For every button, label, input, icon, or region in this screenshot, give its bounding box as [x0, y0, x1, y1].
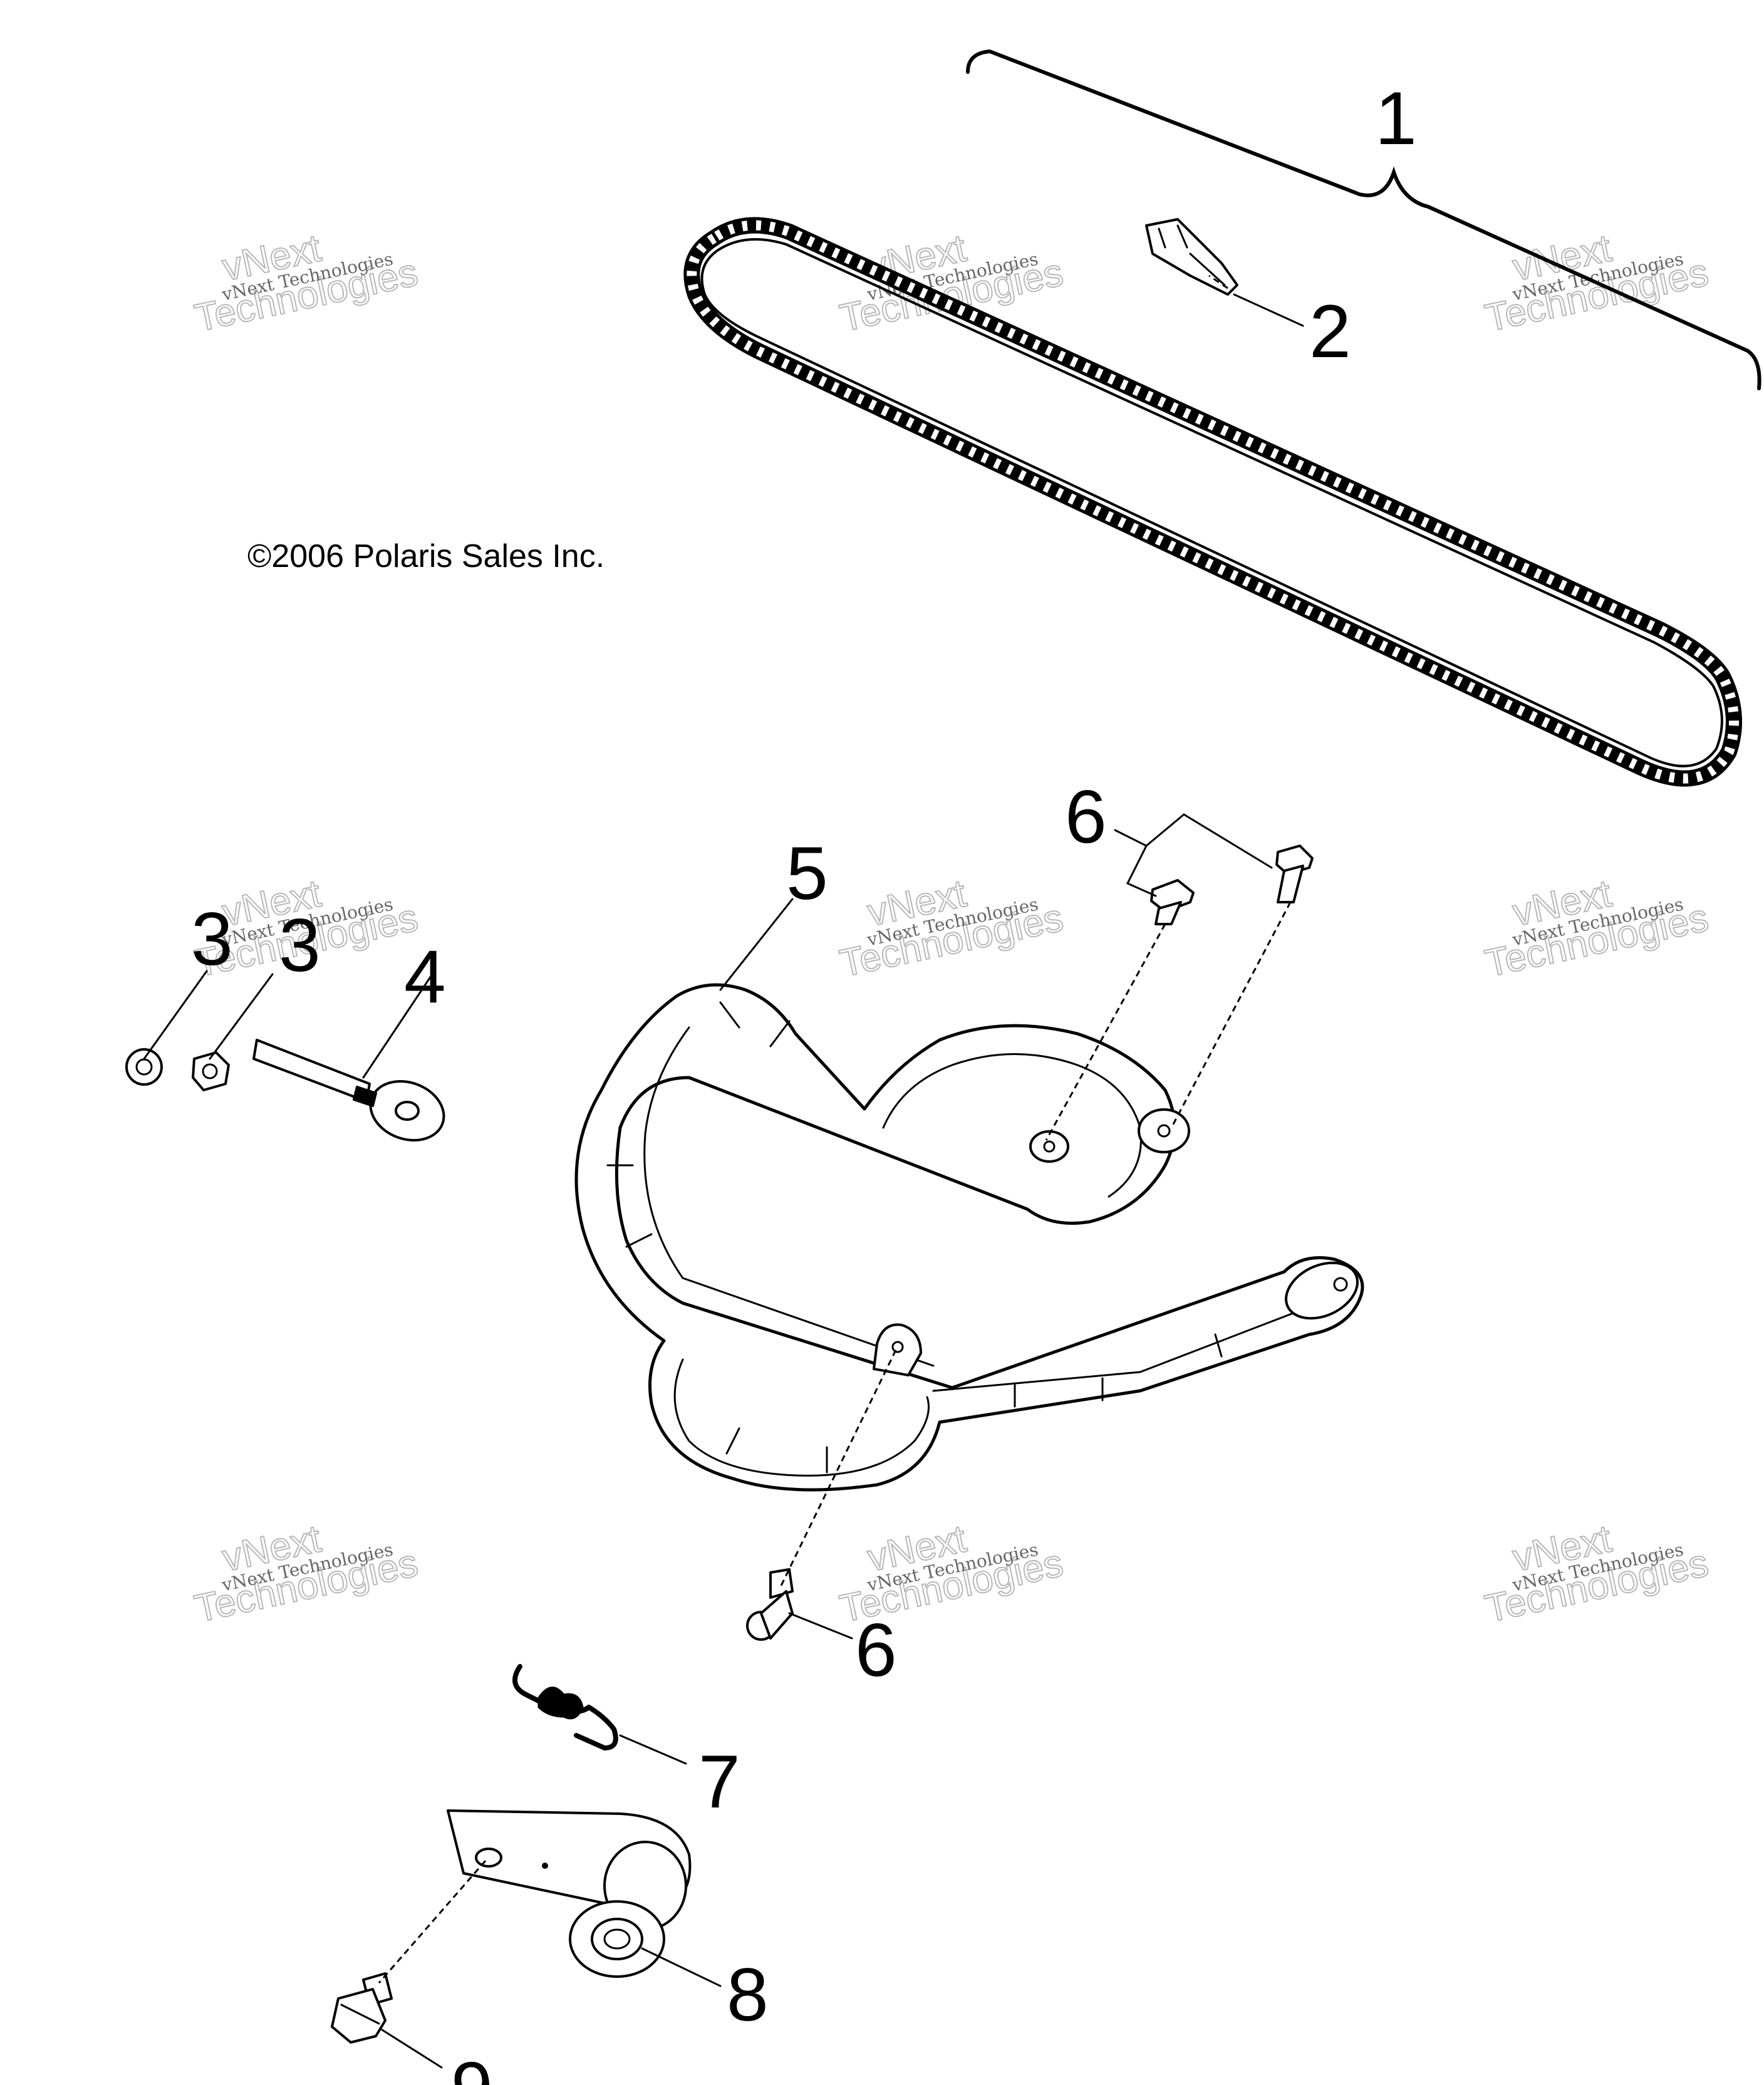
- callout-3: 3: [191, 897, 233, 981]
- watermark: vNext Technologies vNext Technologies: [190, 1517, 422, 1631]
- tensioner-spring: [512, 1664, 618, 1750]
- drive-chain: [683, 217, 1742, 787]
- callout-6: 6: [1065, 775, 1107, 859]
- watermark: vNext Technologies vNext Technologies: [190, 226, 422, 341]
- callout-5: 5: [786, 831, 828, 915]
- screw: [1150, 879, 1195, 925]
- callout-6: 6: [855, 1608, 897, 1692]
- callout-4: 4: [404, 935, 446, 1019]
- copyright-text: ©2006 Polaris Sales Inc.: [247, 538, 604, 575]
- nut: [125, 1048, 163, 1086]
- screw: [1275, 845, 1314, 903]
- callouts: 1 2 6 5 3 3 4 6 7 8 9: [191, 76, 1417, 2085]
- chain-guide: [574, 983, 1364, 1492]
- tensioner-bolt: [331, 1972, 393, 2044]
- leader-lines: [143, 274, 1304, 2069]
- callout-9: 9: [451, 2047, 493, 2085]
- watermark: vNext Technologies vNext Technologies: [1481, 871, 1713, 986]
- nut: [192, 1051, 230, 1091]
- brace-bracket: [966, 49, 1761, 390]
- callout-3: 3: [279, 903, 321, 987]
- master-link: [1145, 218, 1238, 296]
- callout-8: 8: [727, 1953, 769, 2037]
- screw: [746, 1568, 794, 1641]
- watermark: vNext Technologies vNext Technologies: [836, 871, 1067, 986]
- watermark: vNext Technologies vNext Technologies: [1481, 1517, 1713, 1631]
- callout-1: 1: [1375, 76, 1417, 160]
- adjuster-bolt: [252, 1039, 445, 1142]
- callout-7: 7: [698, 1740, 740, 1824]
- callout-2: 2: [1309, 289, 1351, 373]
- chain-tensioner: [447, 1809, 692, 1978]
